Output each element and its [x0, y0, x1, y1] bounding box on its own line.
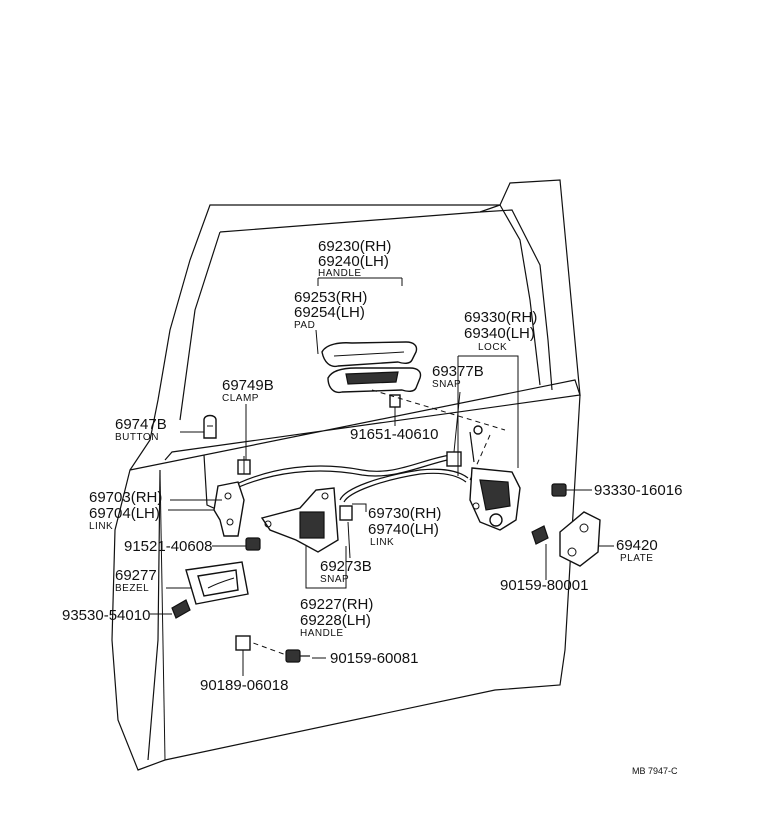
label-snap-a: SNAP: [432, 379, 461, 390]
snap-69377b: [446, 425, 483, 467]
label-69749b: 69749B: [222, 377, 274, 394]
screw-93330-16016: [551, 483, 567, 497]
screw-93530-54010: [171, 599, 191, 619]
rod-clamp: [237, 456, 251, 475]
label-69330: 69330(RH): [464, 309, 537, 326]
label-69227: 69227(RH): [300, 596, 373, 613]
label-69420: 69420: [616, 537, 658, 554]
label-plate: PLATE: [620, 553, 653, 564]
label-69254: 69254(LH): [294, 304, 365, 321]
label-handle-inner: HANDLE: [300, 628, 344, 639]
label-91651: 91651-40610: [350, 426, 438, 443]
outer-door-handle: [321, 341, 418, 368]
label-69740: 69740(LH): [368, 521, 439, 538]
link-rod-69730: [339, 468, 469, 503]
lock-button: [203, 414, 217, 439]
clip-90189-06018: [235, 635, 251, 660]
screw-90159-60081: [285, 649, 310, 663]
label-69273b: 69273B: [320, 558, 372, 575]
label-clamp: CLAMP: [222, 393, 259, 404]
label-69340: 69340(LH): [464, 325, 535, 342]
label-69253: 69253(RH): [294, 289, 367, 306]
label-69377b: 69377B: [432, 363, 484, 380]
handle-pad: [327, 367, 422, 394]
label-69230: 69230(RH): [318, 238, 391, 255]
label-90159-80001: 90159-80001: [500, 577, 588, 594]
screw-90159-80001: [531, 525, 549, 580]
striker-plate: [559, 511, 601, 567]
snap-69273b: [339, 505, 353, 521]
bolt-91521-40608: [245, 537, 261, 551]
label-button: BUTTON: [115, 432, 159, 443]
label-90189: 90189-06018: [200, 677, 288, 694]
label-69277: 69277: [115, 567, 157, 584]
label-snap-b: SNAP: [320, 574, 349, 585]
link-bracket: [213, 481, 245, 537]
assembly-guide-line: [371, 389, 506, 431]
label-91521: 91521-40608: [124, 538, 212, 555]
leader-lines: [150, 277, 614, 676]
label-link-a: LINK: [89, 521, 113, 532]
label-69240: 69240(LH): [318, 253, 389, 270]
label-93530: 93530-54010: [62, 607, 150, 624]
label-link-b: LINK: [370, 537, 394, 548]
label-69730: 69730(RH): [368, 505, 441, 522]
label-69747b: 69747B: [115, 416, 167, 433]
label-pad: PAD: [294, 320, 315, 331]
door-panel-outline: [111, 179, 581, 771]
inside-handle: [260, 487, 339, 553]
label-93330: 93330-16016: [594, 482, 682, 499]
label-bezel: BEZEL: [115, 583, 149, 594]
door-lock-assembly: [469, 467, 521, 531]
drawing-reference: MB 7947-C: [632, 766, 678, 776]
label-90159-60081: 90159-60081: [330, 650, 418, 667]
label-69704: 69704(LH): [89, 505, 160, 522]
label-69228: 69228(LH): [300, 612, 371, 629]
inside-handle-bezel: [185, 561, 249, 605]
label-handle-outer: HANDLE: [318, 268, 362, 279]
label-lock: LOCK: [478, 342, 507, 353]
label-69703: 69703(RH): [89, 489, 162, 506]
